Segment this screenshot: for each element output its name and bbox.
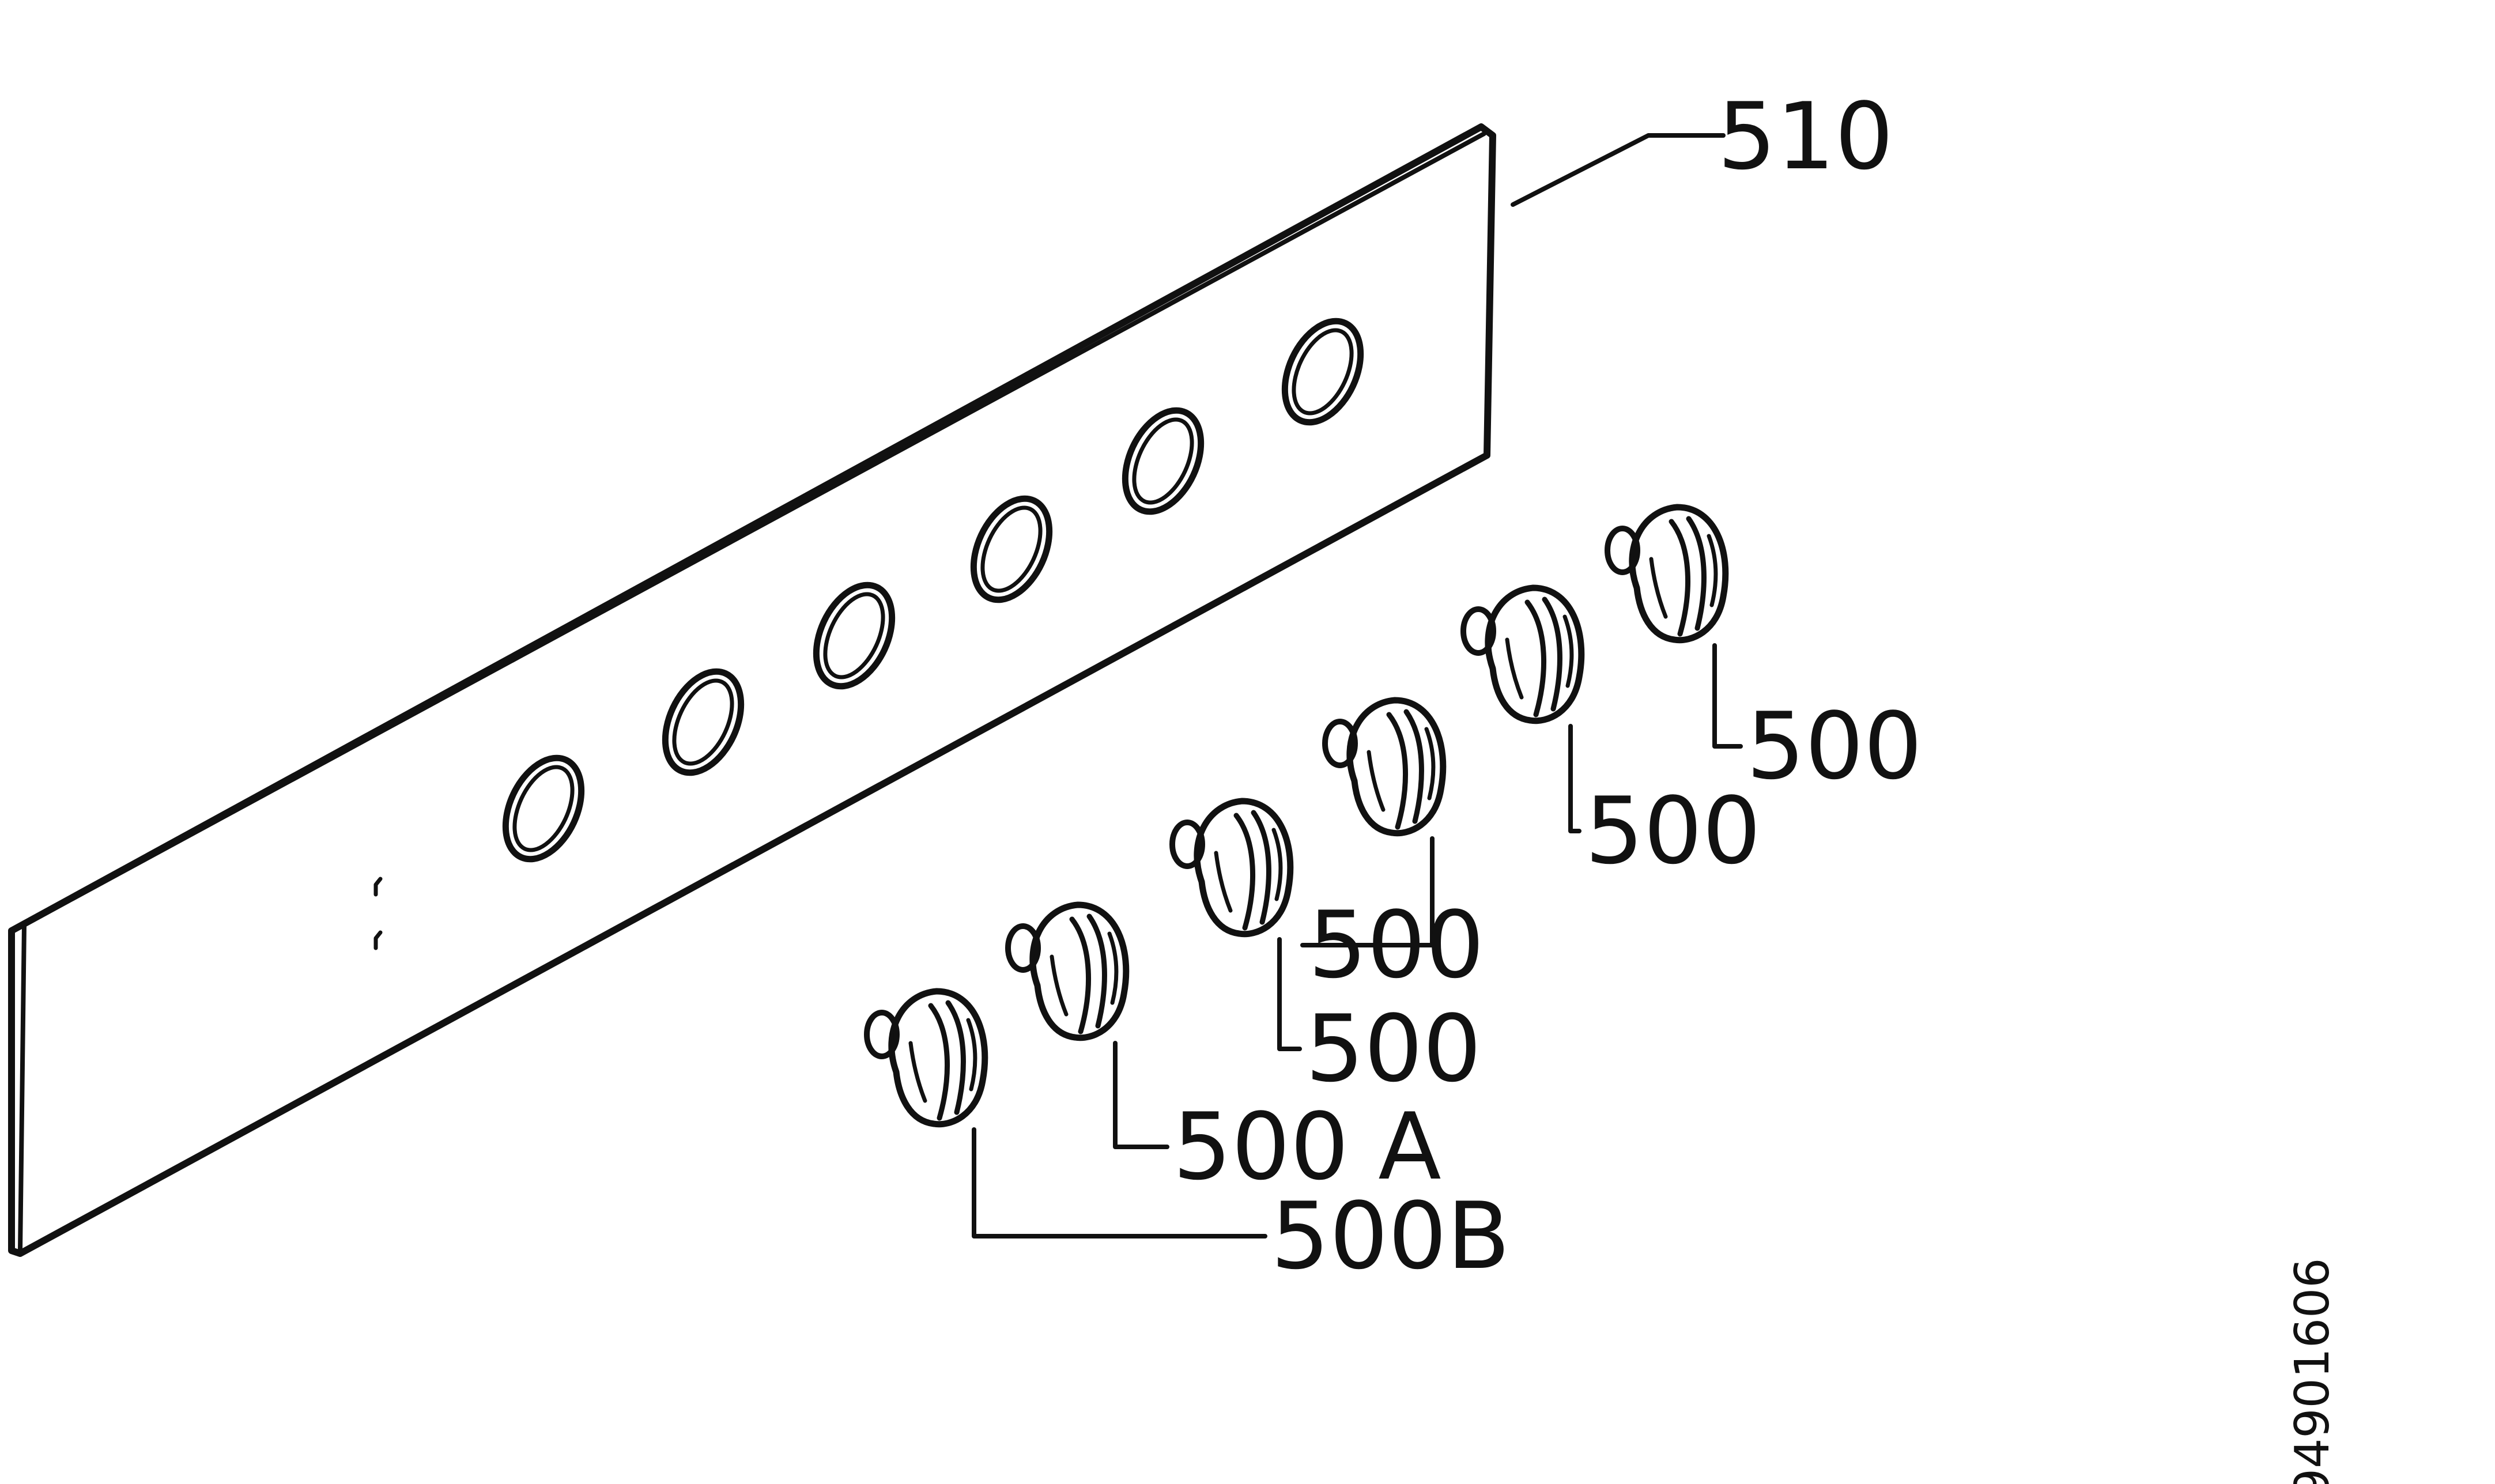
knob-grip (1524, 596, 1562, 718)
knob-body (1029, 901, 1130, 1041)
knob-part-label: 500B (1271, 1182, 1510, 1290)
knob-part-label: 500 A (1173, 1093, 1441, 1200)
knob-grip (1386, 709, 1424, 830)
knob-grip (1069, 913, 1107, 1034)
knob-boss (1605, 526, 1640, 575)
knob-body (1194, 798, 1294, 938)
knob-shading (1649, 534, 1718, 619)
knob-part-label: 500 (1585, 777, 1761, 885)
knob-boss (1005, 923, 1041, 973)
knob-body (1346, 697, 1447, 837)
knob-body (1629, 504, 1729, 644)
panel-part-label: 510 (1718, 82, 1893, 190)
knob-leader-line (1113, 1041, 1169, 1149)
knob-body (888, 988, 988, 1128)
knob-boss (864, 1010, 900, 1059)
knob-1: 500B (864, 988, 1510, 1290)
knob-grip (928, 1000, 966, 1121)
knob-leader-line (1300, 836, 1435, 947)
knob-shading (1367, 727, 1436, 812)
knob-6: 500 (1605, 504, 1922, 800)
control-panel (8, 123, 1496, 1257)
knob-5: 500 (1460, 584, 1761, 885)
knob-shading (908, 1018, 977, 1103)
knob-part-label: 500 (1305, 995, 1481, 1102)
knob-grip (1669, 516, 1707, 637)
knob-leader-line (1712, 643, 1743, 749)
document-number: 94901606 (2285, 1258, 2340, 1484)
panel-holes (502, 318, 1364, 863)
knob-body (1485, 584, 1585, 724)
knob-2: 500 A (1005, 901, 1441, 1200)
knob-part-label: 500 (1746, 692, 1922, 800)
knob-boss (1169, 820, 1205, 869)
knob-grip (1233, 810, 1271, 931)
knob-boss (1322, 719, 1358, 768)
panel-screw-marks (373, 877, 383, 950)
knob-boss (1460, 606, 1496, 656)
knob-shading (1505, 614, 1574, 700)
knob-4: 500 (1300, 697, 1484, 999)
knob-3: 500 (1169, 798, 1481, 1102)
knob-leader-line (972, 1127, 1267, 1238)
knob-leader-line (1568, 724, 1581, 833)
panel-leader-line (1511, 133, 1726, 207)
knob-part-label: 500 (1308, 891, 1484, 999)
knob-shading (1050, 931, 1119, 1017)
knob-leader-line (1277, 937, 1302, 1051)
knob-shading (1214, 828, 1283, 913)
